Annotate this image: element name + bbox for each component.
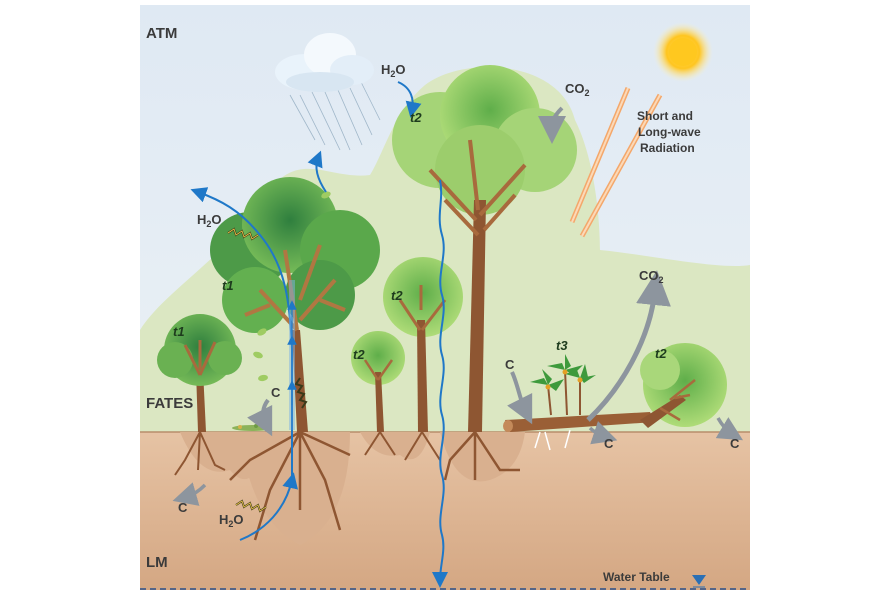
tree-tag-t1-small: t1 [173, 324, 185, 339]
tree-tag-t1-large: t1 [222, 278, 234, 293]
c-tree-output-label: C [730, 436, 740, 451]
h2o-precip-label: H2O [381, 62, 406, 79]
sun-core [669, 38, 697, 66]
tree-tag-t2-leaning: t2 [655, 346, 667, 361]
palm-t3-group [530, 354, 596, 416]
h2o-precip-arrow [397, 81, 422, 118]
water-table-icon [692, 575, 706, 585]
co2-uptake-arrow [538, 106, 567, 144]
tree-tag-t2-mid: t2 [391, 288, 403, 303]
root-zone [360, 432, 430, 460]
tree-tag-t3: t3 [556, 338, 568, 353]
h2o-uptake-label: H2O [219, 512, 244, 529]
tree-tag-t2-tall: t2 [410, 110, 422, 125]
tree-tag-t2-small: t2 [353, 347, 365, 362]
resistance-icon [294, 377, 308, 409]
h2o-evaporation-arrow [307, 150, 327, 193]
c-log-arrow [588, 421, 618, 445]
c-litter-arrow [507, 371, 533, 425]
water-table-label: Water Table [603, 570, 670, 584]
rain-cloud-icon [275, 33, 381, 151]
h2o-uptake-arrow [239, 472, 298, 541]
falling-leaves [253, 191, 331, 382]
h2o-drainage-arrow [432, 179, 449, 588]
c-log-output-label: C [604, 436, 614, 451]
tree-t2-leaning [640, 343, 727, 428]
radiation-arrow-in-core [571, 87, 629, 223]
fates-label: FATES [146, 395, 193, 412]
h2o-transpiration-label: H2O [197, 212, 222, 229]
tree-t2-small [351, 331, 405, 456]
co2-release-label: CO2 [639, 268, 664, 285]
co2-uptake-label: CO2 [565, 81, 590, 98]
radiation-label-1: Short and [637, 109, 693, 123]
tree-t1-small [157, 314, 242, 476]
c-soil-arrow [172, 482, 207, 506]
lm-label: LM [146, 554, 168, 571]
c-litter-label: C [271, 385, 281, 400]
radiation-arrow-out-core [581, 94, 661, 237]
c-soil-label: C [178, 500, 188, 515]
c-tree-arrow [715, 417, 744, 441]
c-log-input-label: C [505, 357, 515, 372]
radiation-label-2: Long-wave [638, 125, 701, 139]
atm-label: ATM [146, 25, 177, 42]
tree-t1-large [210, 177, 380, 541]
radiation-label-3: Radiation [640, 141, 695, 155]
co2-release-arrow [586, 270, 671, 422]
c-litter-arrow [247, 398, 273, 437]
